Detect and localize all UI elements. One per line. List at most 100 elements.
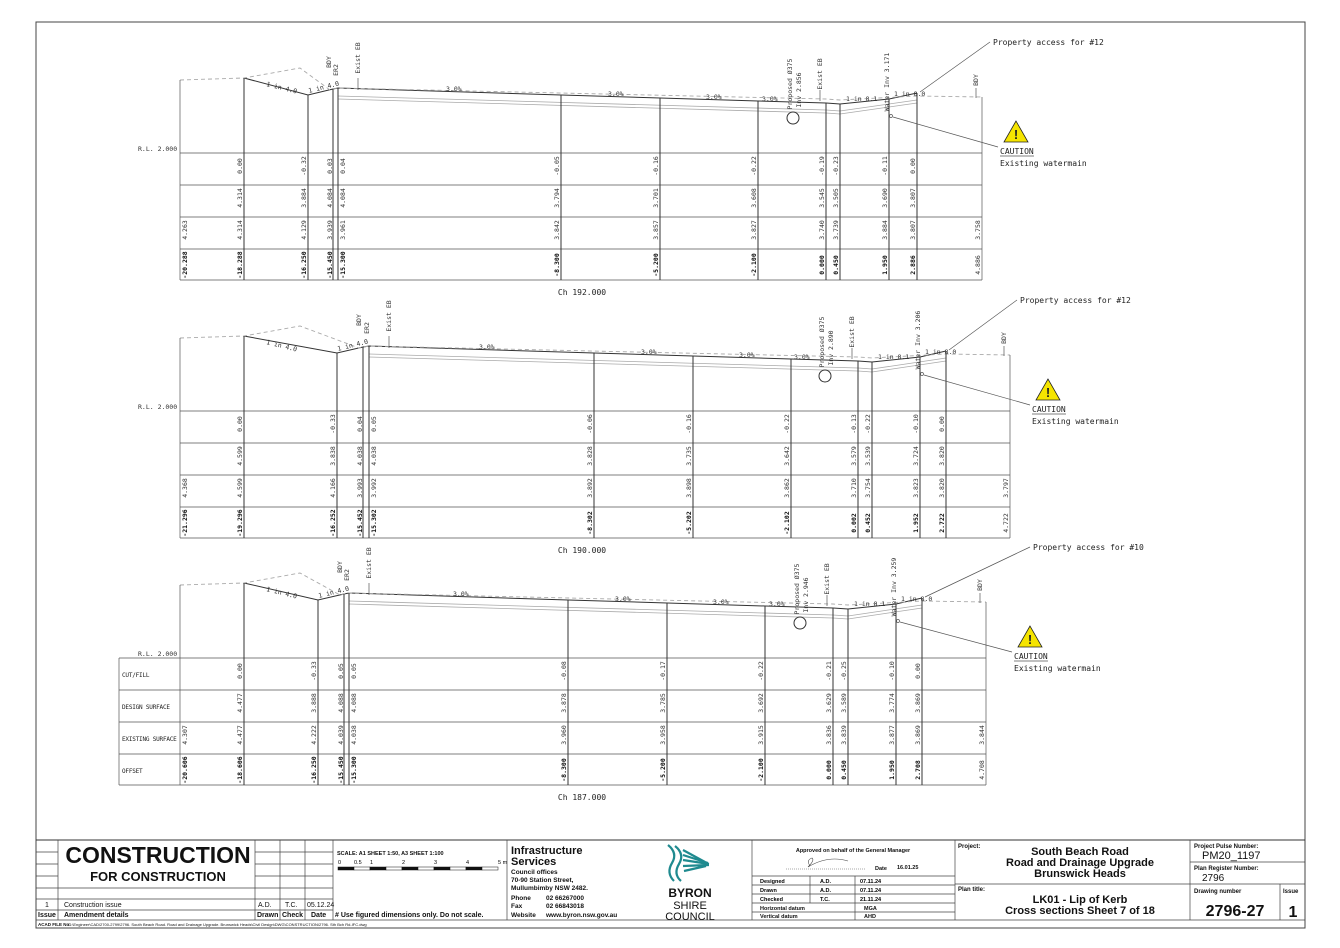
approved-date-label: Date [875,866,887,872]
design-surface-value: 3.869 [914,693,922,713]
offset-value: -20.606 [181,756,189,783]
signoff-initials: A.D. [820,879,831,885]
horizontal-datum: MGA [864,906,877,912]
phone-label: Phone [511,895,531,902]
existing-surface-value: 4.599 [236,478,244,498]
infra-title-1: Infrastructure [511,845,583,857]
acad-label: ACAD FILE No: [38,922,71,927]
signoff-role: Drawn [760,888,777,894]
offset-value: 1.950 [881,255,889,275]
slope-label: 1 in 8.0 [901,595,932,603]
bdy-label: BDY [972,74,980,86]
offset-value: 2.708 [914,760,922,780]
proposed-pipe-icon [786,111,800,125]
bdy-label: BDY [325,56,333,68]
byron-shire-logo: BYRON SHIRE COUNCIL [665,844,715,923]
offset-value: 4.708 [978,760,986,780]
exist-eb-label: Exist EB [385,300,393,331]
offset-value: 4.722 [1002,513,1010,533]
design-surface-value: 4.088 [350,693,358,713]
existing-surface-value: 3.797 [1002,478,1010,498]
logo-shire: SHIRE [673,900,707,912]
office-line-3: Mullumbimby NSW 2482. [511,885,588,892]
offset-value: -15.300 [350,756,358,783]
cut-fill-value: -0.11 [881,156,889,176]
design-surface-value: 4.599 [236,446,244,466]
cut-fill-value: -0.21 [825,661,833,681]
sheet-border [35,21,1306,929]
design-surface-value: 3.878 [560,693,568,713]
existing-surface-value: 4.038 [350,725,358,745]
offset-value: 0.000 [818,255,826,275]
signoff-date: 21.11.24 [860,897,882,903]
scale-tick-label: 0.5 [354,860,362,866]
office-line-1: Council offices [511,869,558,876]
project-label: Project: [958,844,980,850]
design-surface-value: 3.735 [685,446,693,466]
design-surface-value: 3.690 [881,188,889,208]
property-access-label: Property access for #12 [993,38,1104,47]
watermain-icon [920,372,924,376]
design-surface-value: 3.692 [757,693,765,713]
crossfall-label: 3.0% [739,351,755,359]
design-surface-value: 4.038 [356,446,364,466]
offset-value: -2.100 [750,253,758,277]
header-check: Check [282,912,303,919]
design-surface-value: 3.807 [909,188,917,208]
design-surface-value: 3.505 [832,188,840,208]
slope-label: 1 in 4.0 [337,338,369,353]
water-invert-label: Water Inv 3.206 [914,311,922,370]
website[interactable]: www.byron.nsw.gov.au [545,912,617,919]
scale-tick-label: 2 [402,860,405,866]
bdy-label: BDY [336,561,344,573]
design-surface-value: 3.884 [300,188,308,208]
drawing-number-label: Drawing number [1194,889,1242,895]
scale-bar-segment [401,866,419,871]
existing-surface-value: 3.823 [912,478,920,498]
crossfall-label: 3.0% [479,343,495,351]
pavement-layer-line [337,98,918,115]
signoff-initials: A.D. [820,888,831,894]
register-label: Plan Register Number: [1194,866,1259,872]
fax-label: Fax [511,903,523,910]
design-surface-value: 4.088 [337,693,345,713]
offset-value: 2.886 [909,255,917,275]
amendment-grid [36,840,1305,921]
offset-value: -8.302 [586,511,594,535]
header-date: Date [311,912,326,919]
cut-fill-value: -0.08 [560,661,568,681]
design-surface-value: 4.477 [236,693,244,713]
project-line-2: Road and Drainage Upgrade [1006,857,1154,869]
slope-label: 1 in 4.0 [266,80,298,95]
existing-surface-value: 3.884 [881,220,889,240]
existing-surface-value: 3.961 [339,220,347,240]
slope-label: 1 in 8.1 [846,95,877,103]
cut-fill-value: 0.00 [236,416,244,432]
property-access-label: Property access for #12 [1020,296,1131,305]
offset-value: -2.100 [757,758,765,782]
cut-fill-value: -0.13 [850,414,858,434]
offset-value: -15.300 [339,251,347,278]
bdy-label: BDY [976,579,984,591]
er2-label: ER2 [332,64,340,76]
exclamation-mark: ! [1046,385,1050,400]
offset-value: -15.450 [337,756,345,783]
cut-fill-value: -0.32 [300,156,308,176]
offset-value: -16.252 [329,509,337,536]
crossfall-label: 3.0% [446,85,462,93]
crossfall-label: 3.0% [641,348,657,356]
existing-surface-value: 3.862 [783,478,791,498]
signature [807,857,849,868]
offset-value: -15.452 [356,509,364,536]
cut-fill-value: -0.16 [685,414,693,434]
pipe-label: Proposed Ø375 [786,58,794,109]
cut-fill-value: 0.05 [337,663,345,679]
cut-fill-value: -0.05 [553,156,561,176]
offset-value: 0.450 [832,255,840,275]
scale-bar-segment [433,866,451,871]
logo-mark-icon [667,844,710,882]
offset-value: -18.606 [236,756,244,783]
